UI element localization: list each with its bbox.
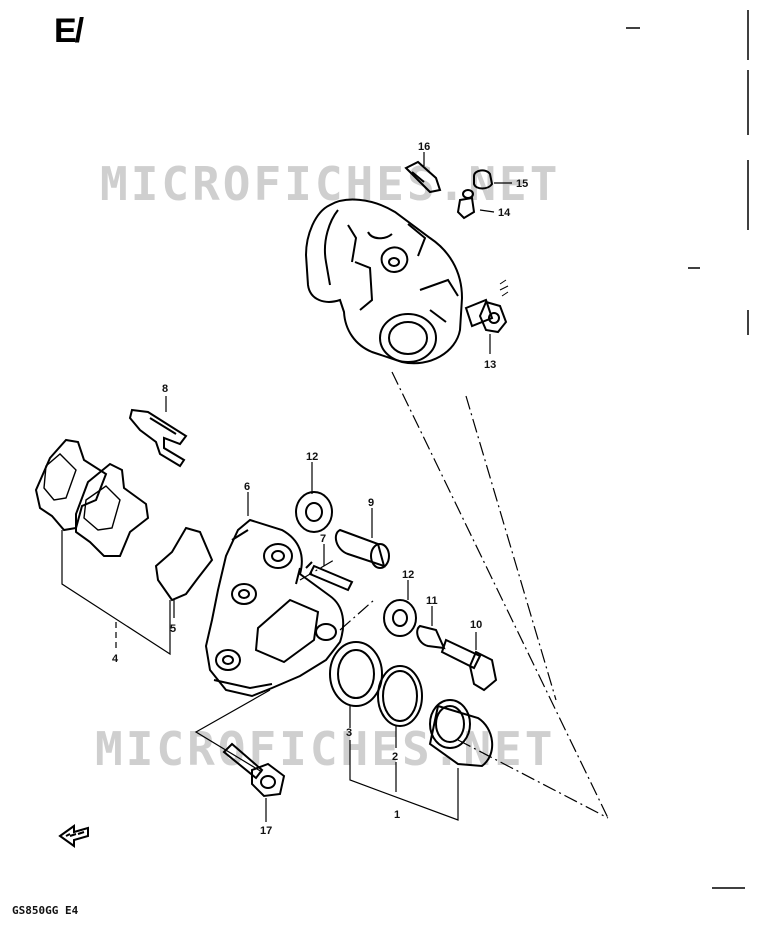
leader-lines bbox=[61, 152, 512, 822]
callout-8: 8 bbox=[162, 383, 168, 395]
callout-7: 7 bbox=[320, 533, 326, 545]
part-1-piston bbox=[428, 699, 494, 768]
model-code: GS850GG E4 bbox=[12, 904, 79, 917]
part-12-boot-upper bbox=[295, 491, 333, 533]
part-4-brake-pads bbox=[34, 438, 150, 557]
callout-12-upper: 12 bbox=[306, 451, 318, 463]
alignment-lines bbox=[299, 371, 609, 819]
part-16-clip bbox=[404, 160, 442, 194]
callout-15: 15 bbox=[516, 178, 528, 190]
callout-6: 6 bbox=[244, 481, 250, 493]
part-8-pad-spring bbox=[128, 408, 188, 468]
part-11-sleeve bbox=[416, 624, 446, 650]
small-spring-mark bbox=[499, 279, 509, 297]
part-9-sleeve bbox=[334, 528, 390, 569]
part-5-shim bbox=[154, 526, 214, 602]
callout-14: 14 bbox=[498, 207, 511, 219]
watermark-bottom: MICROFICHES.NET bbox=[95, 722, 555, 776]
callout-3: 3 bbox=[346, 727, 352, 739]
page-edge-marks bbox=[626, 10, 749, 889]
part-10-pin-bolt bbox=[440, 638, 498, 692]
part-6-caliper-holder bbox=[204, 518, 345, 698]
callout-17: 17 bbox=[260, 825, 272, 837]
part-12-boot-lower bbox=[383, 599, 417, 637]
callout-10: 10 bbox=[470, 619, 482, 631]
part-7-pin bbox=[305, 561, 354, 592]
callout-1: 1 bbox=[394, 809, 400, 821]
part-15-cap bbox=[473, 169, 494, 190]
part-3-piston-seal bbox=[329, 641, 383, 707]
callout-16: 16 bbox=[418, 141, 430, 153]
part-13-bolt bbox=[464, 298, 508, 334]
callout-9: 9 bbox=[368, 497, 374, 509]
watermark-top: MICROFICHES.NET bbox=[100, 157, 560, 211]
part-17-bolt bbox=[222, 742, 286, 798]
callout-12-lower: 12 bbox=[402, 569, 414, 581]
part-2-dust-seal bbox=[377, 665, 423, 727]
callout-5: 5 bbox=[170, 623, 176, 635]
front-arrow-icon bbox=[58, 824, 89, 848]
part-14-bleeder bbox=[456, 189, 476, 220]
caliper-body-upper bbox=[304, 198, 464, 365]
callout-13: 13 bbox=[484, 359, 496, 371]
section-logo: E/ bbox=[54, 12, 84, 50]
callout-2: 2 bbox=[392, 751, 398, 763]
callout-11: 11 bbox=[426, 595, 438, 607]
callout-4: 4 bbox=[112, 653, 119, 665]
